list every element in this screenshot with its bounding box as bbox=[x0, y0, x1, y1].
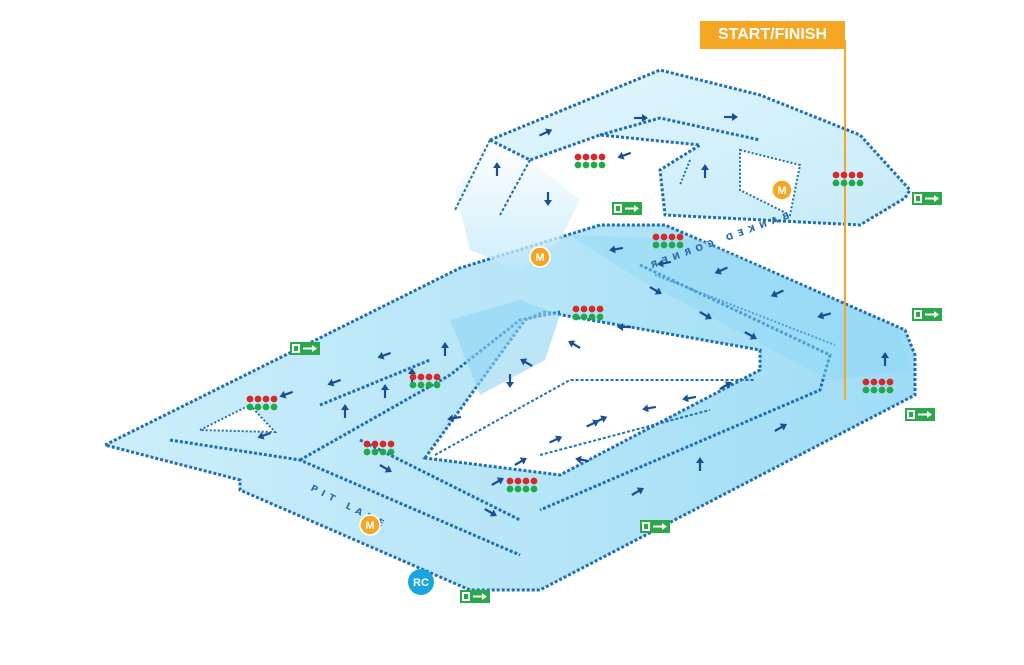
emergency-exit-icon bbox=[640, 520, 670, 533]
direction-arrow-icon bbox=[649, 286, 662, 295]
direction-arrow-icon bbox=[594, 415, 608, 424]
direction-arrow-icon bbox=[568, 340, 581, 349]
direction-arrow-icon bbox=[634, 114, 648, 122]
direction-arrow-icon bbox=[699, 311, 712, 320]
marshal-label: M bbox=[777, 185, 786, 197]
inner-wall-4 bbox=[654, 274, 836, 346]
direction-arrow-icon bbox=[381, 384, 389, 398]
emergency-exits bbox=[290, 192, 942, 603]
direction-arrow-icon bbox=[441, 342, 449, 356]
ramp bbox=[454, 139, 580, 270]
ramp-surface bbox=[455, 140, 580, 270]
direction-arrow-icon bbox=[817, 311, 832, 320]
ramp-wall-left bbox=[454, 139, 491, 211]
direction-arrows bbox=[257, 113, 889, 517]
marshal-post-ramp: M bbox=[529, 246, 551, 268]
pit-island bbox=[199, 403, 278, 434]
race-control: RC bbox=[408, 569, 434, 595]
start-lights-icon bbox=[832, 171, 864, 187]
emergency-exit-icon bbox=[460, 590, 490, 603]
back-straight-highlight bbox=[570, 235, 910, 380]
direction-arrow-icon bbox=[682, 394, 697, 403]
direction-arrow-icon bbox=[724, 113, 738, 121]
start-lights-icon bbox=[572, 305, 604, 321]
direction-arrow-icon bbox=[341, 404, 349, 418]
ramp-wall-right bbox=[499, 159, 531, 216]
emergency-exit-icon bbox=[912, 308, 942, 321]
inner-wall-3 bbox=[539, 263, 832, 512]
direction-arrow-icon bbox=[544, 192, 552, 206]
marshal-post-pit: M bbox=[359, 514, 381, 536]
inner-wall-2 bbox=[539, 409, 711, 456]
start-lights bbox=[246, 153, 894, 493]
direction-arrow-icon bbox=[520, 358, 533, 367]
direction-arrow-icon bbox=[631, 487, 644, 496]
direction-arrow-icon bbox=[257, 431, 272, 440]
direction-arrow-icon bbox=[770, 289, 784, 298]
direction-arrow-icon bbox=[642, 404, 657, 413]
start-lights-icon bbox=[862, 378, 894, 394]
direction-arrow-icon bbox=[719, 381, 732, 390]
upper-lane-divider-2 bbox=[679, 159, 691, 186]
marshal-icon bbox=[529, 246, 551, 268]
marshal-label: M bbox=[535, 252, 544, 264]
direction-arrow-icon bbox=[377, 351, 392, 360]
start-lights-icon bbox=[652, 233, 684, 249]
race-control-label: RC bbox=[413, 577, 429, 589]
start-lights-icon bbox=[363, 440, 395, 456]
direction-arrow-icon bbox=[774, 423, 787, 432]
direction-arrow-icon bbox=[379, 464, 392, 473]
direction-arrow-icon bbox=[657, 259, 672, 268]
emergency-exit-icon bbox=[290, 342, 320, 355]
direction-arrow-icon bbox=[514, 457, 527, 466]
upper-floor-surface bbox=[486, 68, 912, 227]
upper-lane-divider bbox=[599, 116, 761, 142]
direction-arrow-icon bbox=[617, 323, 631, 331]
start-lights-icon bbox=[246, 395, 278, 411]
direction-arrow-icon bbox=[447, 414, 462, 423]
marshal-icon bbox=[771, 179, 793, 201]
direction-arrow-icon bbox=[327, 378, 342, 387]
ramp-highlight bbox=[450, 300, 560, 395]
direction-arrow-icon bbox=[701, 164, 709, 178]
direction-arrow-icon bbox=[609, 245, 624, 254]
inner-wall-1 bbox=[434, 379, 755, 456]
emergency-exit-icon bbox=[912, 192, 942, 205]
direction-arrow-icon bbox=[491, 477, 504, 486]
emergency-exit-icon bbox=[905, 408, 935, 421]
race-control-icon bbox=[408, 569, 434, 595]
direction-arrow-icon bbox=[881, 352, 889, 366]
direction-arrow-icon bbox=[744, 331, 757, 340]
direction-arrow-icon bbox=[484, 508, 497, 517]
start-lights-icon bbox=[506, 477, 538, 493]
marshal-post-upper: M bbox=[771, 179, 793, 201]
direction-arrow-icon bbox=[539, 128, 553, 137]
direction-arrow-icon bbox=[696, 457, 704, 471]
lower-floor bbox=[100, 223, 917, 592]
direction-arrow-icon bbox=[549, 435, 563, 444]
direction-arrow-icon bbox=[506, 374, 514, 388]
direction-arrow-icon bbox=[617, 151, 632, 160]
marshal-label: M bbox=[365, 520, 374, 532]
direction-arrow-icon bbox=[279, 390, 294, 399]
start-finish-label: START/FINISH bbox=[700, 21, 845, 49]
direction-arrow-icon bbox=[575, 455, 590, 464]
start-lights-icon bbox=[574, 153, 606, 169]
marshal-icon bbox=[359, 514, 381, 536]
start-lights-icon bbox=[409, 373, 441, 389]
emergency-exit-icon bbox=[612, 202, 642, 215]
direction-arrow-icon bbox=[493, 162, 501, 176]
direction-arrow-icon bbox=[714, 266, 728, 275]
